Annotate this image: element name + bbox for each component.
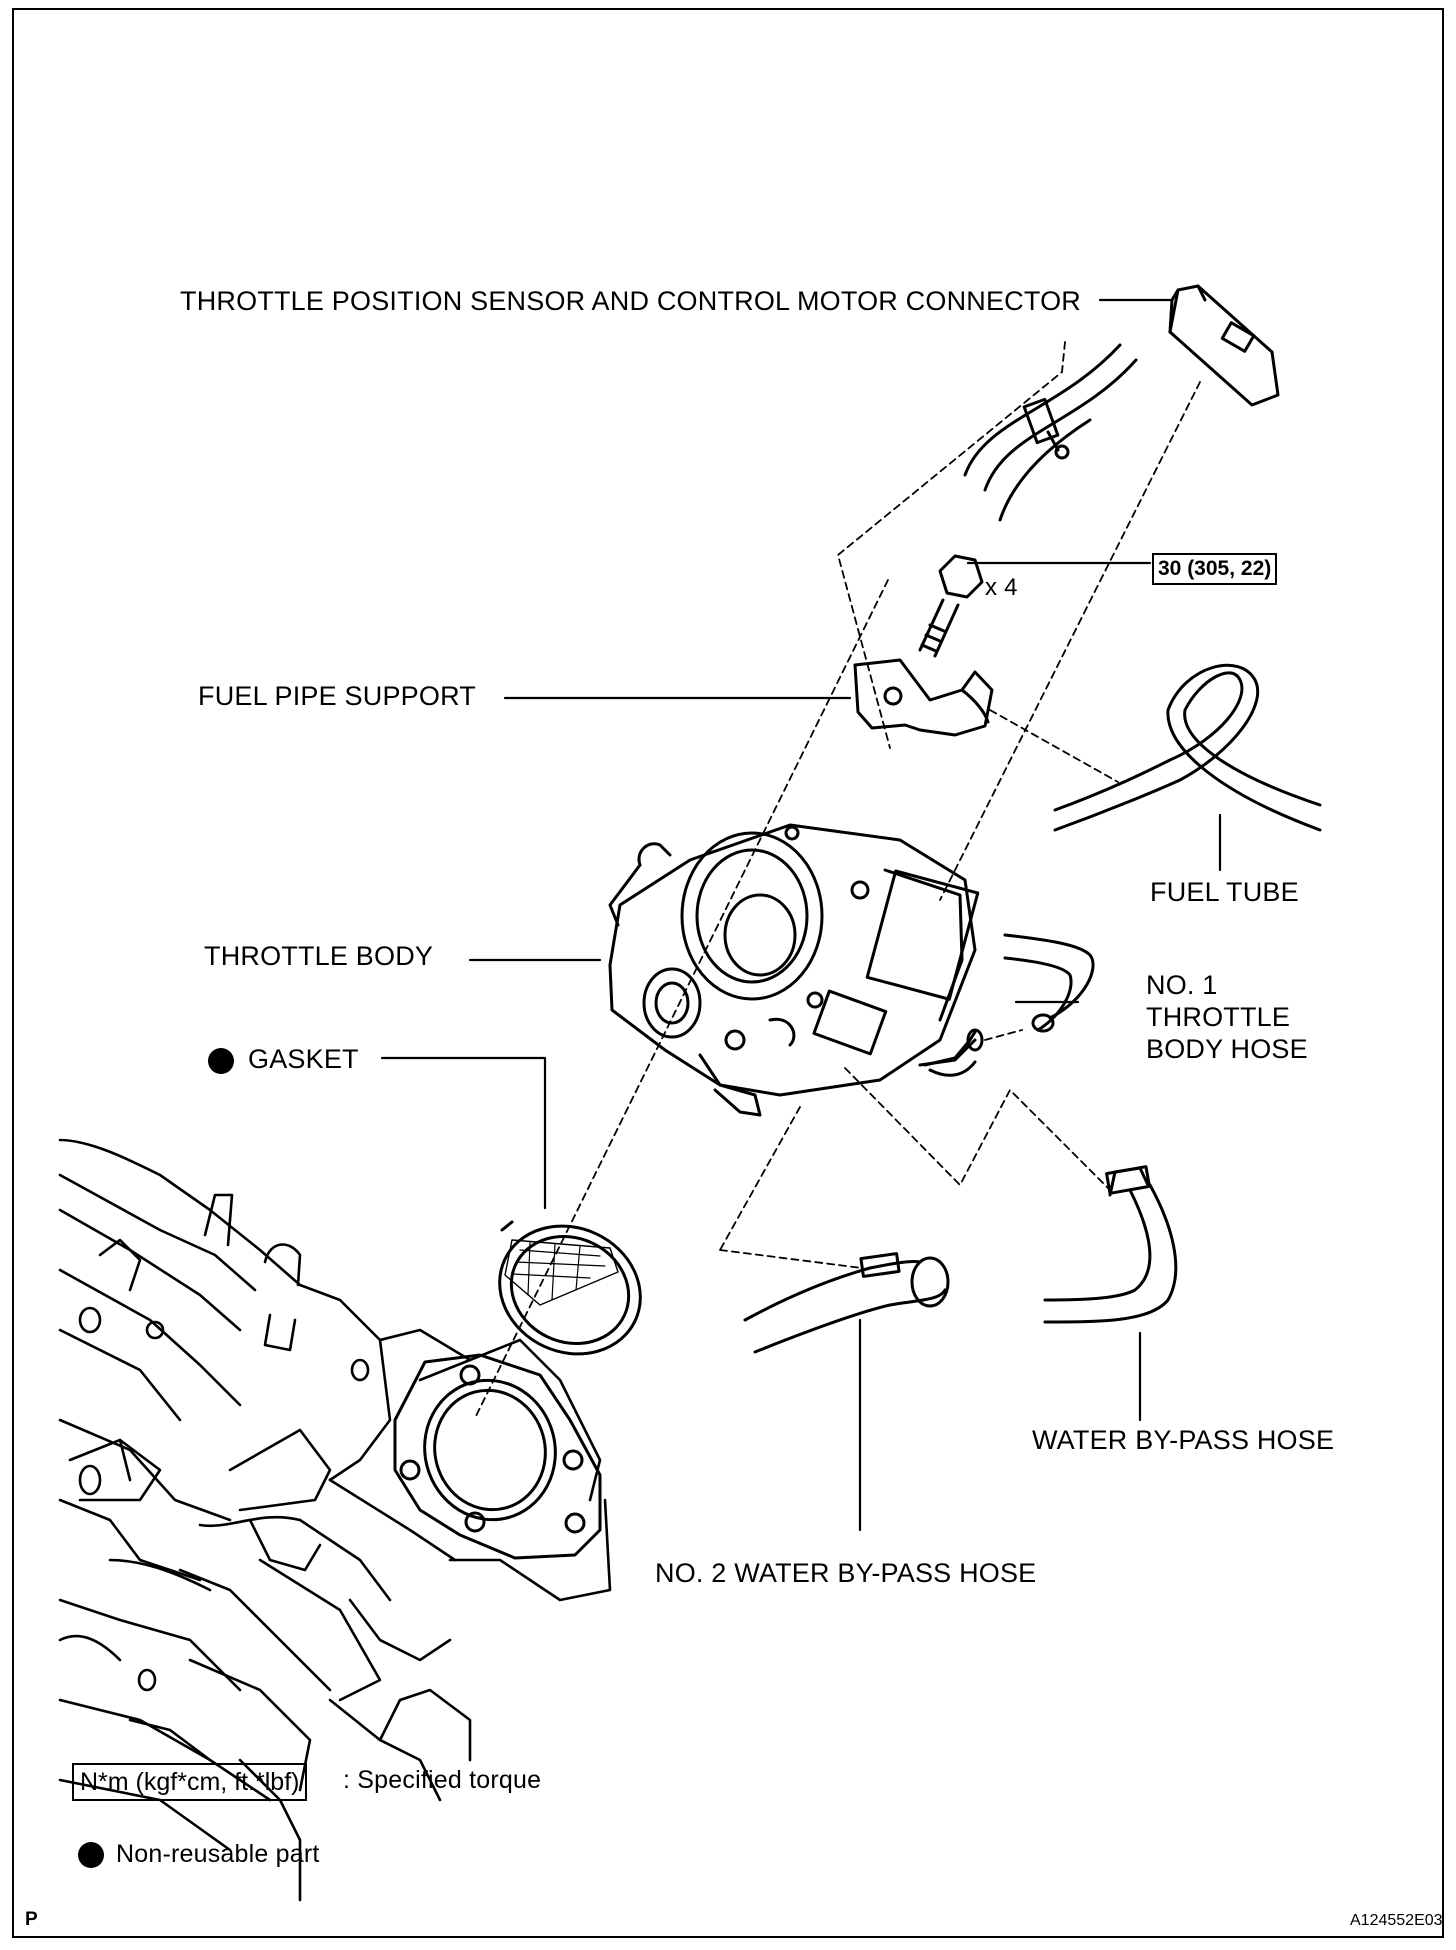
no2-water-bypass-hose-label: NO. 2 WATER BY-PASS HOSE (655, 1558, 1037, 1588)
intake-flange (393, 1353, 602, 1560)
throttle-body (608, 823, 980, 1117)
no1-throttle-body-hose (923, 933, 1095, 1067)
connector-harness (963, 284, 1280, 522)
fuel-tube-label: FUEL TUBE (1150, 877, 1299, 907)
alignment-lines (474, 341, 1201, 1419)
gasket-label: GASKET (248, 1044, 359, 1074)
fuel-pipe-support-label: FUEL PIPE SUPPORT (198, 681, 476, 711)
footer-left-code: P (25, 1909, 38, 1930)
diagram-frame (12, 8, 1444, 1938)
water-bypass-hose-label: WATER BY-PASS HOSE (1032, 1425, 1335, 1455)
connector-label: THROTTLE POSITION SENSOR AND CONTROL MOT… (180, 286, 1081, 316)
no2-water-bypass-hose (743, 1252, 950, 1354)
gasket (498, 1220, 642, 1356)
throttle-body-label: THROTTLE BODY (204, 941, 434, 971)
fuel-pipe-support (853, 658, 994, 737)
nonreusable-legend-dot-icon (78, 1842, 104, 1868)
bolt (918, 554, 984, 658)
nonreusable-legend-desc: Non-reusable part (116, 1840, 320, 1868)
figure-id: A124552E03 (1350, 1912, 1443, 1929)
no1-throttle-body-hose-label: NO. 1 THROTTLE BODY HOSE (1146, 970, 1308, 1064)
fuel-tube (1053, 663, 1322, 832)
leader-lines (380, 298, 1222, 1532)
water-bypass-hose (1043, 1165, 1178, 1324)
torque-legend-desc: : Specified torque (343, 1766, 542, 1794)
nonreusable-dot-icon (208, 1048, 234, 1074)
intake-manifold (58, 1138, 612, 1902)
torque-value-box: 30 (305, 22) (1152, 553, 1278, 585)
bolt-count-label: x 4 (985, 574, 1018, 601)
torque-unit-legend-box: N*m (kgf*cm, ft.*lbf) (72, 1763, 308, 1801)
